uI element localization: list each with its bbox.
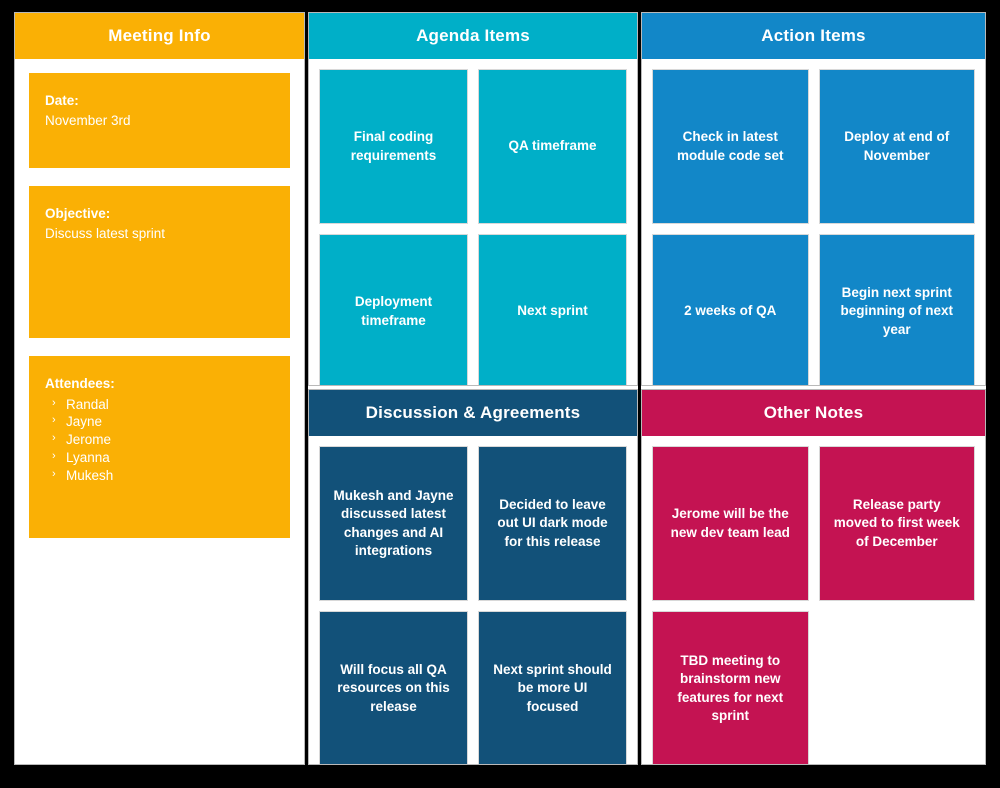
list-item: › Lyanna — [52, 449, 274, 467]
panel-header-agenda-items: Agenda Items — [309, 13, 637, 59]
meeting-notes-board: Meeting Info Date: November 3rd Objectiv… — [14, 12, 986, 765]
note-card-text: Jerome will be the new dev team lead — [670, 506, 790, 540]
attendee-list: › Randal › Jayne › Jerome › — [45, 396, 274, 485]
panel-body-meeting-info: Date: November 3rd Objective: Discuss la… — [15, 59, 304, 764]
objective-label: Objective: — [45, 206, 111, 221]
list-item: › Jayne — [52, 413, 274, 431]
info-block-date[interactable]: Date: November 3rd — [29, 73, 290, 168]
agenda-card[interactable]: Next sprint — [478, 234, 627, 385]
discussion-card[interactable]: Will focus all QA resources on this rele… — [319, 611, 468, 764]
discussion-card-text: Decided to leave out UI dark mode for th… — [497, 497, 608, 549]
notes-card-grid: Jerome will be the new dev team lead Rel… — [652, 446, 975, 764]
date-value: November 3rd — [45, 112, 131, 128]
column-right: Action Items Check in latest module code… — [641, 12, 986, 765]
panel-body-action-items: Check in latest module code set Deploy a… — [642, 59, 985, 385]
chevron-right-icon: › — [52, 450, 56, 462]
chevron-right-icon: › — [52, 414, 56, 427]
discussion-card[interactable]: Mukesh and Jayne discussed latest change… — [319, 446, 468, 601]
panel-body-agenda-items: Final coding requirements QA timeframe D… — [309, 59, 637, 385]
panel-body-discussion-agreements: Mukesh and Jayne discussed latest change… — [309, 436, 637, 764]
chevron-right-icon: › — [52, 396, 56, 409]
agenda-card-text: Deployment timeframe — [354, 294, 433, 328]
list-item: › Jerome — [52, 431, 274, 449]
panel-header-meeting-info: Meeting Info — [15, 13, 304, 59]
action-card-text: Deploy at end of November — [844, 129, 950, 163]
panel-header-other-notes: Other Notes — [642, 390, 985, 436]
info-block-objective[interactable]: Objective: Discuss latest sprint — [29, 186, 290, 338]
column-meeting-info: Meeting Info Date: November 3rd Objectiv… — [14, 12, 305, 765]
panel-other-notes: Other Notes Jerome will be the new dev t… — [641, 389, 986, 765]
agenda-card-text: QA timeframe — [508, 138, 597, 154]
agenda-card[interactable]: QA timeframe — [478, 69, 627, 224]
info-block-attendees[interactable]: Attendees: › Randal › Jayne › Jerome — [29, 356, 290, 538]
attendee-name: Jayne — [66, 414, 103, 430]
attendees-label: Attendees: — [45, 376, 115, 391]
discussion-card-text: Next sprint should be more UI focused — [493, 662, 612, 714]
attendee-name: Randal — [66, 396, 109, 412]
agenda-card-text: Final coding requirements — [350, 129, 437, 163]
action-card[interactable]: Begin next sprint beginning of next year — [818, 234, 975, 385]
action-card-text: 2 weeks of QA — [684, 303, 777, 319]
attendee-name: Jerome — [66, 432, 112, 448]
agenda-card-text: Next sprint — [517, 303, 588, 319]
action-card[interactable]: Deploy at end of November — [818, 69, 975, 224]
agenda-card[interactable]: Final coding requirements — [319, 69, 468, 224]
action-card-grid: Check in latest module code set Deploy a… — [652, 69, 975, 385]
action-card[interactable]: 2 weeks of QA — [652, 234, 809, 385]
panel-header-action-items: Action Items — [642, 13, 985, 59]
agenda-card-grid: Final coding requirements QA timeframe D… — [319, 69, 627, 385]
list-item: › Mukesh — [52, 467, 274, 485]
action-card[interactable]: Check in latest module code set — [652, 69, 809, 224]
attendee-name: Lyanna — [66, 450, 110, 465]
discussion-card-text: Will focus all QA resources on this rele… — [337, 662, 450, 714]
panel-header-discussion-agreements: Discussion & Agreements — [309, 390, 637, 436]
chevron-right-icon: › — [52, 467, 56, 480]
note-card[interactable]: Jerome will be the new dev team lead — [652, 446, 809, 601]
list-item: › Randal — [52, 396, 274, 414]
note-card[interactable]: Release party moved to first week of Dec… — [818, 446, 975, 601]
attendee-name: Mukesh — [66, 467, 114, 483]
agenda-card[interactable]: Deployment timeframe — [319, 234, 468, 385]
discussion-card-grid: Mukesh and Jayne discussed latest change… — [319, 446, 627, 764]
column-middle: Agenda Items Final coding requirements Q… — [308, 12, 638, 765]
panel-discussion-agreements: Discussion & Agreements Mukesh and Jayne… — [308, 389, 638, 765]
discussion-card-text: Mukesh and Jayne discussed latest change… — [333, 488, 454, 558]
note-card-text: TBD meeting to brainstorm new features f… — [677, 653, 784, 723]
note-card[interactable]: TBD meeting to brainstorm new features f… — [652, 611, 809, 764]
note-card-text: Release party moved to first week of Dec… — [833, 497, 960, 549]
panel-agenda-items: Agenda Items Final coding requirements Q… — [308, 12, 638, 386]
action-card-text: Check in latest module code set — [676, 129, 784, 163]
panel-action-items: Action Items Check in latest module code… — [641, 12, 986, 386]
date-label: Date: — [45, 93, 79, 108]
panel-meeting-info: Meeting Info Date: November 3rd Objectiv… — [14, 12, 305, 765]
chevron-right-icon: › — [52, 432, 56, 445]
action-card-text: Begin next sprint beginning of next year — [840, 285, 954, 337]
discussion-card[interactable]: Next sprint should be more UI focused — [478, 611, 627, 764]
discussion-card[interactable]: Decided to leave out UI dark mode for th… — [478, 446, 627, 601]
panel-body-other-notes: Jerome will be the new dev team lead Rel… — [642, 436, 985, 764]
objective-value: Discuss latest sprint — [45, 225, 166, 241]
